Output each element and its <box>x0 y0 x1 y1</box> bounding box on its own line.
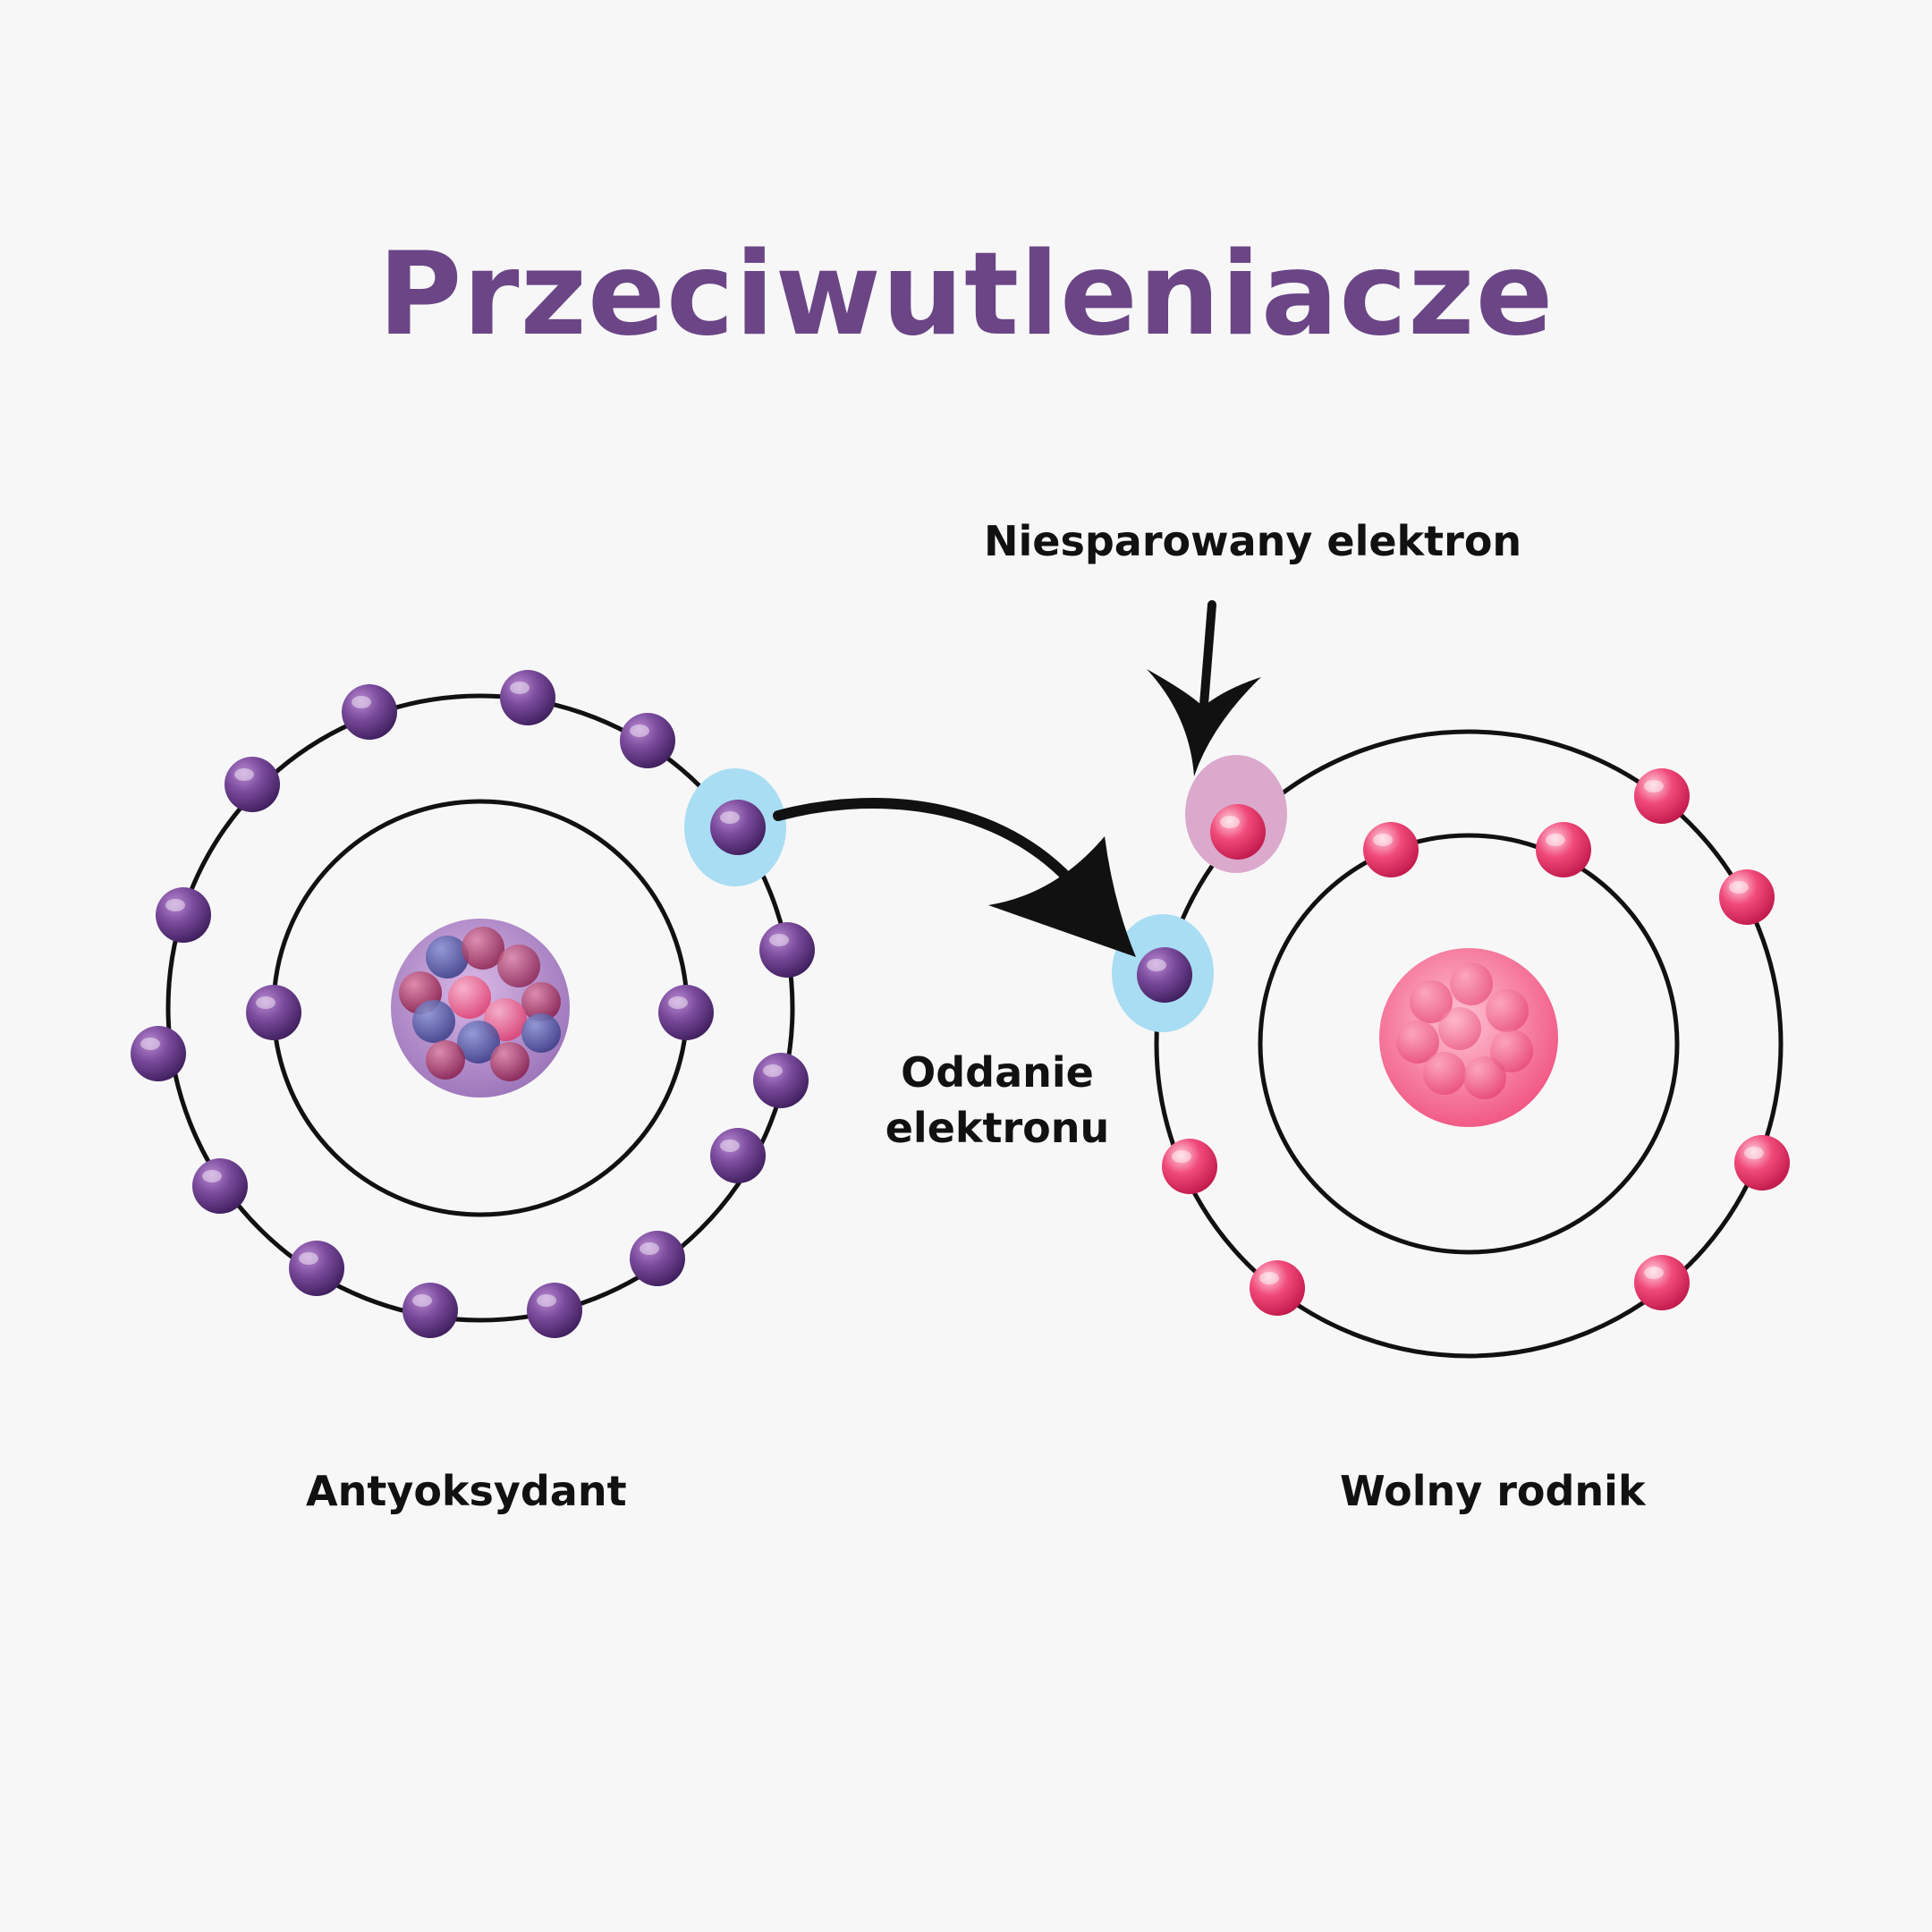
electron <box>759 922 815 978</box>
electron <box>246 985 301 1040</box>
donated-electron-target <box>1137 947 1192 1003</box>
label-electron-donation-line1: Oddanie <box>901 1048 1094 1097</box>
page-title: Przeciwutleniacze <box>377 228 1555 361</box>
label-electron-donation-line2: elektronu <box>885 1104 1110 1152</box>
electron <box>753 1053 809 1108</box>
antioxidant-atom <box>131 670 815 1338</box>
electron <box>131 1026 186 1081</box>
electron <box>225 757 280 812</box>
electron <box>500 670 555 725</box>
electron <box>1162 1139 1217 1194</box>
electron <box>1250 1260 1305 1316</box>
electron <box>1734 1135 1790 1191</box>
highlighted-electrons <box>710 800 1266 1003</box>
electron <box>658 985 714 1040</box>
nucleus-pink-icon <box>1379 948 1558 1127</box>
unpaired-electron <box>1210 804 1266 860</box>
electron <box>1634 1255 1690 1310</box>
free-radical-electrons <box>1162 768 1790 1316</box>
electron <box>156 887 211 943</box>
free-radical-outer-orbit <box>1154 729 1784 1359</box>
unpaired-electron-arrow <box>1147 600 1261 776</box>
label-electron-donation: Oddanie elektronu <box>859 1045 1136 1156</box>
donated-electron-source <box>710 800 766 855</box>
electron <box>289 1241 344 1296</box>
label-free-radical: Wolny rodnik <box>1340 1467 1646 1515</box>
free-radical-atom <box>1154 729 1790 1359</box>
antioxidant-electrons <box>131 670 815 1338</box>
label-antioxidant: Antyoksydant <box>306 1467 627 1515</box>
free-radical-inner-orbit <box>1258 833 1680 1255</box>
electron <box>710 1128 766 1183</box>
electron <box>527 1283 582 1338</box>
nucleus-purple-icon <box>391 919 570 1097</box>
electron <box>192 1158 248 1214</box>
electron-donation-arrow <box>773 797 1136 957</box>
electron <box>1719 869 1775 925</box>
electron <box>342 684 397 740</box>
antioxidant-outer-orbit <box>165 693 795 1323</box>
electron <box>402 1283 458 1338</box>
electron <box>630 1231 685 1286</box>
electron <box>1363 822 1419 877</box>
electron <box>1634 768 1690 824</box>
electron <box>1536 822 1591 877</box>
label-unpaired-electron: Niesparowany elektron <box>984 517 1522 565</box>
electron <box>620 713 675 768</box>
